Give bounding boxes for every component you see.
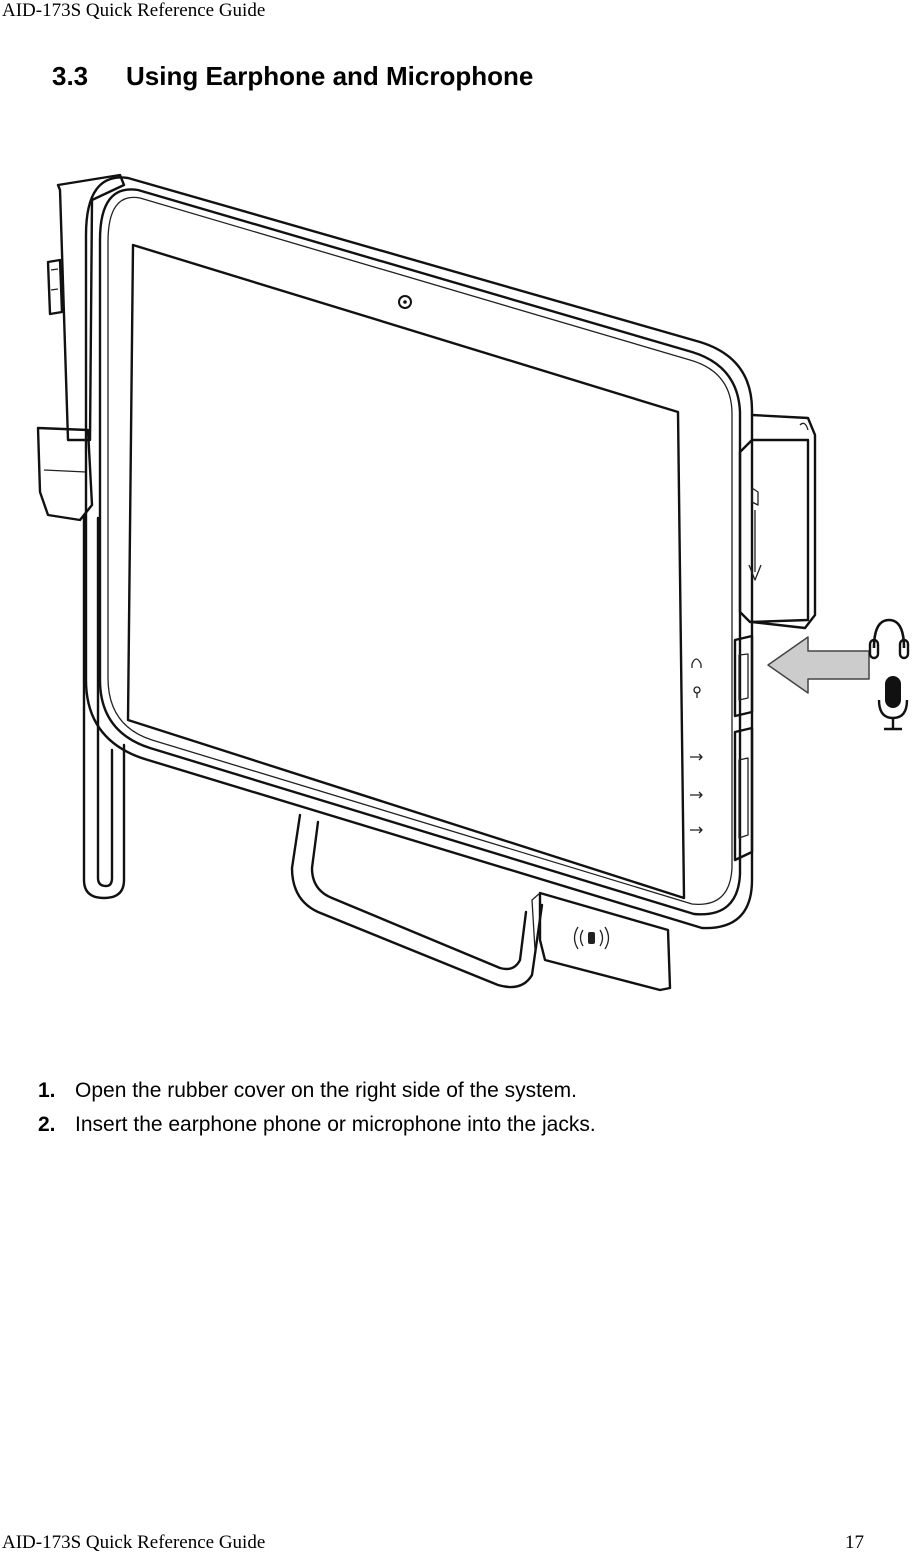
page-footer-title: AID-173S Quick Reference Guide	[2, 1532, 266, 1553]
page-header: AID-173S Quick Reference Guide	[2, 0, 266, 21]
tablet-illustration	[36, 173, 910, 992]
side-jacks	[733, 634, 754, 862]
camera-icon	[398, 295, 412, 309]
step-text: Insert the earphone phone or microphone …	[75, 1113, 596, 1136]
section-number: 3.3	[52, 61, 89, 91]
nfc-module	[531, 891, 672, 992]
step-text: Open the rubber cover on the right side …	[75, 1079, 577, 1102]
section-heading: 3.3 Using Earphone and Microphone	[52, 60, 533, 92]
microphone-icon	[877, 676, 909, 731]
nfc-icon	[573, 926, 610, 950]
list-item: 2. Insert the earphone phone or micropho…	[38, 1108, 596, 1142]
tablet-body	[84, 176, 754, 930]
left-handle	[36, 173, 126, 900]
headphone-icon	[868, 618, 910, 660]
bottom-handle	[290, 813, 544, 989]
section-title: Using Earphone and Microphone	[126, 61, 534, 91]
side-port-icons	[690, 658, 703, 834]
right-module	[738, 413, 817, 630]
page-number: 17	[845, 1532, 864, 1553]
list-item: 1. Open the rubber cover on the right si…	[38, 1074, 596, 1108]
step-number: 2.	[38, 1113, 56, 1136]
instruction-list: 1. Open the rubber cover on the right si…	[38, 1074, 596, 1142]
insert-arrow	[767, 636, 870, 694]
step-number: 1.	[38, 1079, 56, 1102]
